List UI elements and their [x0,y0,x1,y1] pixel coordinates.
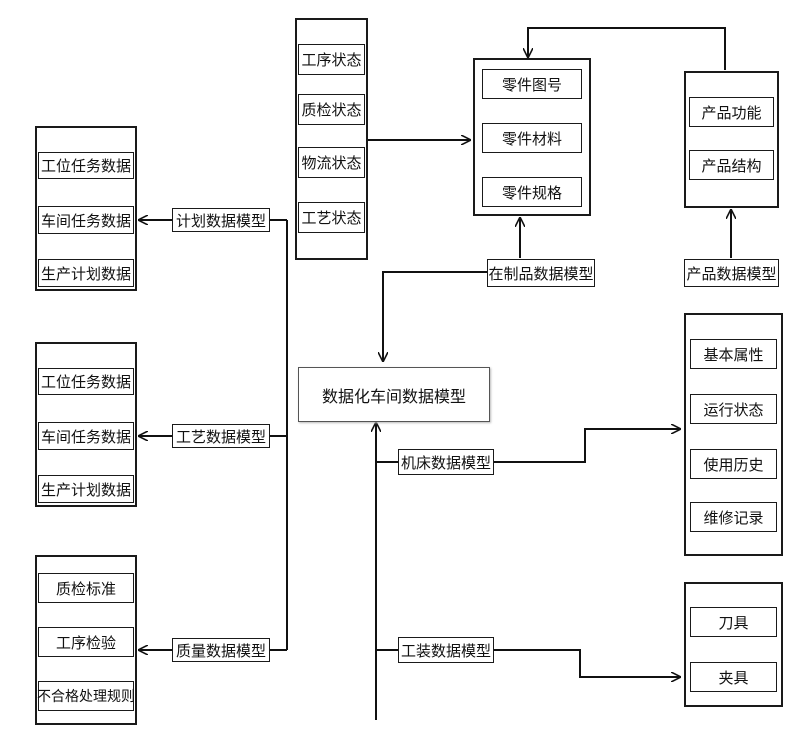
tooling-item-cutter: 刀具 [690,607,777,637]
product-panel [684,71,779,208]
plan-item-workstation-task: 工位任务数据 [38,152,134,179]
process-item-production-plan: 生产计划数据 [38,475,134,503]
quality-item-inspection-standard: 质检标准 [38,573,134,603]
machine-model-label: 机床数据模型 [398,449,494,475]
quality-item-process-inspection: 工序检验 [38,627,134,657]
machine-item-running-status: 运行状态 [690,394,777,424]
arrow-product-to-wip [528,27,726,70]
arrow-tooling-to-panel [494,649,680,677]
machine-item-maintenance-records: 维修记录 [690,502,777,532]
machine-item-usage-history: 使用历史 [690,449,777,479]
quality-model-label: 质量数据模型 [172,638,270,662]
arrow-wip-to-center [383,271,487,361]
wip-item-part-material: 零件材料 [482,123,582,153]
process-model-label: 工艺数据模型 [172,424,270,448]
process-item-workstation-task: 工位任务数据 [38,368,134,395]
plan-model-label: 计划数据模型 [172,208,270,232]
plan-item-production-plan: 生产计划数据 [38,259,134,287]
tooling-model-label: 工装数据模型 [398,637,494,663]
status-item-logistics: 物流状态 [298,147,365,178]
quality-item-nonconformance-rules: 不合格处理规则 [37,681,135,711]
process-item-workshop-task: 车间任务数据 [38,422,134,450]
wip-item-part-drawing-no: 零件图号 [482,69,582,99]
plan-item-workshop-task: 车间任务数据 [38,206,134,234]
center-model-box: 数据化车间数据模型 [298,367,490,422]
product-item-function: 产品功能 [689,97,774,127]
machine-item-basic-attributes: 基本属性 [690,339,777,369]
product-model-label: 产品数据模型 [684,259,779,287]
product-item-structure: 产品结构 [689,150,774,180]
status-item-quality: 质检状态 [298,94,365,125]
status-item-technology: 工艺状态 [298,202,365,233]
wip-model-label: 在制品数据模型 [487,259,595,287]
arrow-machine-to-panel [494,429,680,463]
status-item-process: 工序状态 [298,44,365,75]
wip-item-part-spec: 零件规格 [482,177,582,207]
tooling-item-fixture: 夹具 [690,662,777,692]
